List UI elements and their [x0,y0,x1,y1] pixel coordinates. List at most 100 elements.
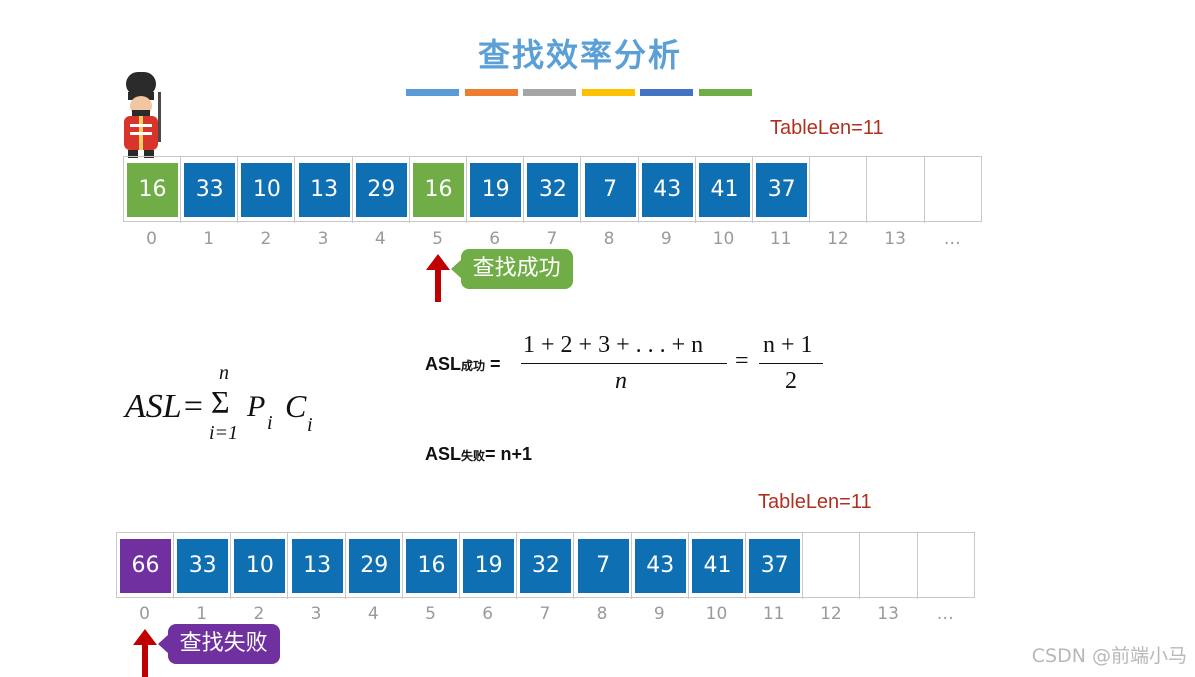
page-title: 查找效率分析 [477,36,682,74]
array-index-label: 1 [196,604,208,624]
array-cell-value: 10 [241,163,293,217]
array-cell [861,533,918,599]
pointer-arrow-top [425,254,450,302]
array-index-label: 0 [146,229,157,249]
callout-tip [450,259,462,279]
array-index-label: 6 [489,229,501,249]
array-cell: 7 [582,157,639,223]
array-cell: 19 [460,533,518,599]
array-cell-value: 7 [584,163,636,217]
color-bar-1 [464,89,518,96]
asl-success-label: ASL成功 = [425,354,501,375]
array-index-label: 0 [139,604,150,624]
array-cell [925,157,982,223]
array-index-label: 3 [310,604,322,624]
fraction1-denominator: n [615,368,627,394]
array-index-label: … [936,604,954,624]
array-cell-value: 7 [577,539,629,593]
callout-fail-text: 查找失败 [179,631,268,656]
color-bar-2 [523,89,576,96]
array-index-label: 12 [820,604,842,624]
array-index-label: 10 [712,229,735,249]
array-cell-value: 41 [699,163,750,217]
array-cell-value: 32 [520,539,572,593]
formula-c: C [285,388,307,424]
array-cell-value: 10 [234,539,286,593]
array-cell [803,533,861,599]
array-cell: 16 [124,157,181,223]
fraction2-denominator: 2 [785,368,797,394]
formula-p: P [247,390,266,423]
array-index-label: 4 [374,229,386,249]
array-cell: 43 [639,157,696,223]
array-index-label: 13 [884,229,906,249]
array-cell: 33 [174,533,232,599]
array-index-label: 4 [367,604,379,624]
array-index-label: … [943,229,961,249]
callout-fail: 查找失败 [157,624,280,664]
fraction1-bar [521,363,727,364]
array-cell: 7 [575,533,632,599]
callout-success: 查找成功 [450,249,573,289]
array-index-label: 13 [877,604,899,624]
sum-upper-limit: n [219,362,229,384]
array-cell-value: 32 [527,163,579,217]
asl-success-formula: ASL成功 = 1 + 2 + 3 + . . . + n n = n + 1 … [425,330,845,400]
array-cell: 29 [346,533,403,599]
array-cell: 19 [467,157,525,223]
array-cell-value: 37 [756,163,808,217]
array-index-label: 9 [660,229,672,249]
array-cell-value: 29 [355,163,407,217]
array-cell: 43 [632,533,689,599]
array-cell: 37 [753,157,811,223]
asl-success-subscript: 成功 [461,359,486,373]
formula-p-subscript: i [267,412,273,434]
array-cell [918,533,975,599]
array-cell-value: 16 [413,163,464,217]
pointer-arrow-bottom [132,629,157,677]
array-cell: 13 [289,533,346,599]
array-index-label: 11 [762,604,785,624]
array-index-label: 9 [653,604,665,624]
array-cell: 32 [517,533,575,599]
array-index-label: 10 [705,604,728,624]
fraction2-numerator: n + 1 [763,332,813,358]
array-cell-value: 41 [692,539,743,593]
array-cell: 16 [403,533,460,599]
array-cell [810,157,868,223]
color-bar-5 [698,89,752,96]
array-cell: 13 [296,157,353,223]
asl-fail-rhs: = n+1 [485,444,533,464]
asl-general-formula: ASL= n Σ i=1 P i C i [125,362,355,450]
array-index-label: 8 [596,604,608,624]
array-cell-value: 43 [634,539,686,593]
array-cell: 66 [117,533,174,599]
formula-c-subscript: i [307,414,313,436]
array-cell: 10 [231,533,289,599]
asl-text: ASL [425,444,461,464]
array-index-label: 8 [603,229,615,249]
sum-lower-limit: i=1 [209,422,239,444]
array-index-label: 11 [769,229,792,249]
equals-sign: = [490,354,501,374]
array-cell-value: 16 [127,163,178,217]
array-cell: 10 [238,157,296,223]
array-cell: 16 [410,157,467,223]
asl-fail-subscript: 失败 [461,449,486,463]
callout-tip [157,634,169,654]
array-cell-value: 43 [641,163,693,217]
array-cell [868,157,925,223]
array-cell: 32 [524,157,582,223]
array-cell-value: 29 [348,539,400,593]
array-cell-value: 33 [177,539,229,593]
fraction1-numerator: 1 + 2 + 3 + . . . + n [523,332,704,358]
color-bar-3 [581,89,635,96]
array-cell: 33 [181,157,239,223]
table-len-label-top: TableLen=11 [770,117,884,139]
formula-lhs: ASL= [125,388,205,425]
array-cell: 29 [353,157,410,223]
array-cell: 41 [689,533,746,599]
array-cell-value: 66 [120,539,171,593]
callout-success-text: 查找成功 [472,256,561,281]
